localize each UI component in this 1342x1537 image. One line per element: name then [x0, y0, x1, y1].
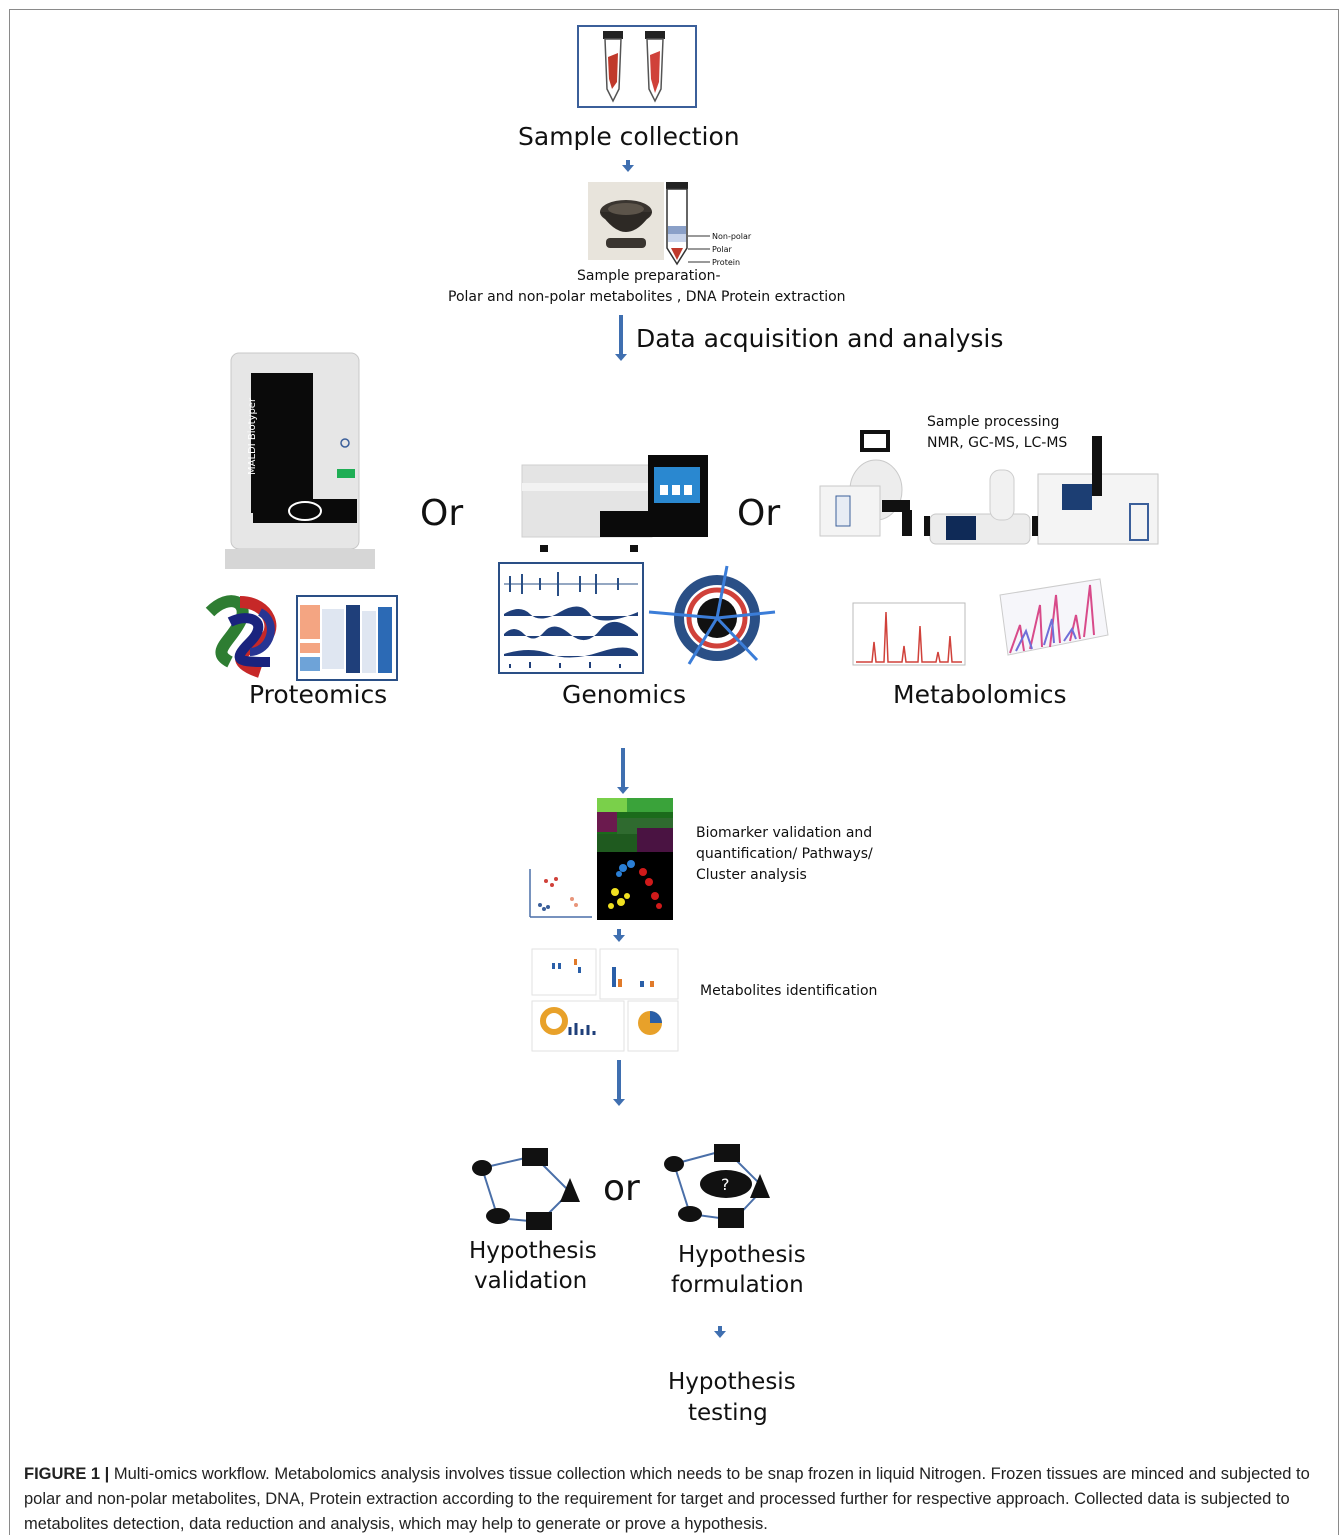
- arrow-analysis-to-identification: [613, 929, 625, 942]
- arrow-collection-to-prep: [622, 160, 634, 172]
- maldi-brand-text: MALDI Biotyper: [247, 397, 258, 475]
- layer-label-protein: Protein: [712, 258, 741, 267]
- biomarker-text-line1: Biomarker validation and: [696, 825, 873, 841]
- tube-drawings: [603, 31, 665, 103]
- circos-plot-image: [645, 560, 785, 672]
- arrow-formulation-to-testing: [714, 1326, 726, 1338]
- metabolomics-label: Metabolomics: [893, 680, 1067, 709]
- hypothesis-testing-line2: testing: [688, 1400, 768, 1426]
- sample-processing-label: Sample processing: [927, 414, 1060, 430]
- or-label-2: Or: [737, 493, 781, 534]
- heatmap-image: [597, 798, 673, 852]
- metabolite-charts-image: [530, 947, 680, 1053]
- sample-tubes-image: [577, 25, 697, 108]
- question-mark-text: ?: [721, 1175, 730, 1194]
- hypothesis-validation-line1: Hypothesis: [469, 1238, 597, 1264]
- sample-collection-label: Sample collection: [518, 122, 740, 151]
- hypothesis-formulation-line1: Hypothesis: [678, 1242, 806, 1268]
- 3d-spectrum-image: [980, 575, 1112, 667]
- sample-preparation-label: Sample preparation-: [577, 268, 721, 284]
- hypothesis-or-label: or: [603, 1168, 640, 1209]
- caption-text: Multi-omics workflow. Metabolomics analy…: [24, 1465, 1310, 1533]
- hypothesis-formulation-line2: formulation: [671, 1272, 804, 1298]
- formulation-network-diagram: ?: [664, 1144, 770, 1228]
- cluster-plot-image: [597, 852, 673, 920]
- figure-caption: FIGURE 1 | Multi-omics workflow. Metabol…: [24, 1462, 1324, 1537]
- figure-frame: [9, 9, 1339, 1535]
- data-acquisition-label: Data acquisition and analysis: [636, 324, 1004, 353]
- proteomics-label: Proteomics: [249, 680, 388, 709]
- maldi-instrument-image: MALDI Biotyper: [225, 352, 375, 569]
- mortar-pestle-image: [588, 182, 664, 260]
- spectrum-plot-image: [852, 602, 966, 668]
- protein-table-image: [296, 595, 398, 681]
- biomarker-text-line3: Cluster analysis: [696, 867, 807, 883]
- metabolites-identification-label: Metabolites identification: [700, 983, 878, 999]
- layer-label-polar: Polar: [712, 245, 732, 254]
- arrow-prep-to-acquisition: [615, 315, 627, 361]
- caption-label: FIGURE 1 |: [24, 1465, 110, 1483]
- methods-label: NMR, GC-MS, LC-MS: [927, 435, 1068, 451]
- nmr-gcms-lcms-image: [812, 430, 1164, 555]
- biomarker-text-line2: quantification/ Pathways/: [696, 846, 873, 862]
- extraction-tube-image: [665, 180, 689, 266]
- layer-label-nonpolar: Non-polar: [712, 232, 752, 241]
- protein-structure-image: [200, 592, 292, 678]
- genome-tracks-image: [498, 562, 644, 674]
- arrow-omics-to-analysis: [617, 748, 629, 794]
- or-label-1: Or: [420, 493, 464, 534]
- hypothesis-testing-line1: Hypothesis: [668, 1369, 796, 1395]
- hypothesis-validation-line2: validation: [474, 1268, 588, 1294]
- sample-preparation-detail: Polar and non-polar metabolites , DNA Pr…: [448, 289, 846, 305]
- validation-network-diagram: [472, 1148, 580, 1230]
- sequencer-instrument-image: [520, 455, 710, 553]
- tube-layer-pointers: [688, 235, 710, 263]
- scatter-plot-image: [526, 867, 594, 919]
- genomics-label: Genomics: [562, 680, 686, 709]
- arrow-identification-to-hypothesis: [613, 1060, 625, 1106]
